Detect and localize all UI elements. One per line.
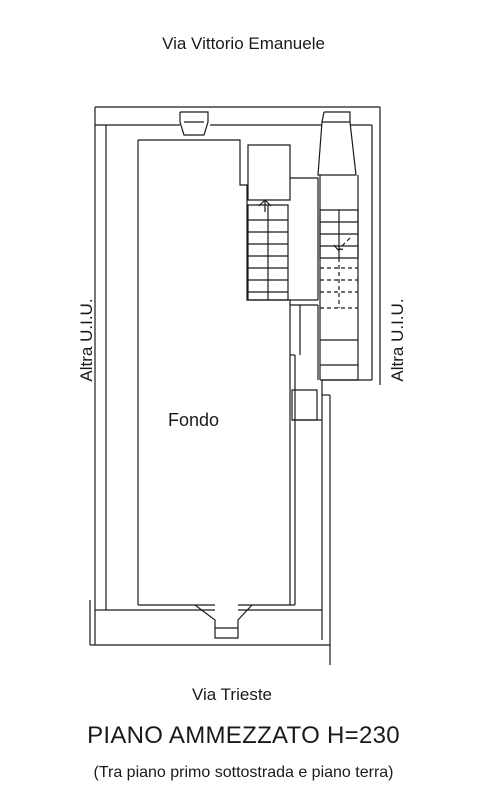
street-label-bottom: Via Trieste	[192, 685, 273, 704]
right-stair	[320, 175, 358, 380]
top-window-right	[318, 112, 356, 175]
street-label-top: Via Vittorio Emanuele	[162, 34, 325, 53]
plan-subtitle: (Tra piano primo sottostrada e piano ter…	[93, 764, 394, 781]
room-label: Fondo	[168, 410, 220, 430]
side-label-left: Altra U.I.U.	[77, 298, 96, 382]
bottom-window	[195, 605, 252, 638]
right-boundary	[322, 125, 380, 640]
top-window-left	[180, 112, 208, 135]
top-boundary	[95, 107, 380, 125]
plan-title: PIANO AMMEZZATO H=230	[87, 722, 400, 749]
bottom-boundary	[90, 610, 330, 665]
left-stair	[248, 145, 290, 300]
left-wall	[90, 125, 106, 645]
side-label-right: Altra U.I.U.	[388, 298, 407, 382]
middle-walls	[290, 178, 322, 420]
main-room	[138, 140, 295, 605]
